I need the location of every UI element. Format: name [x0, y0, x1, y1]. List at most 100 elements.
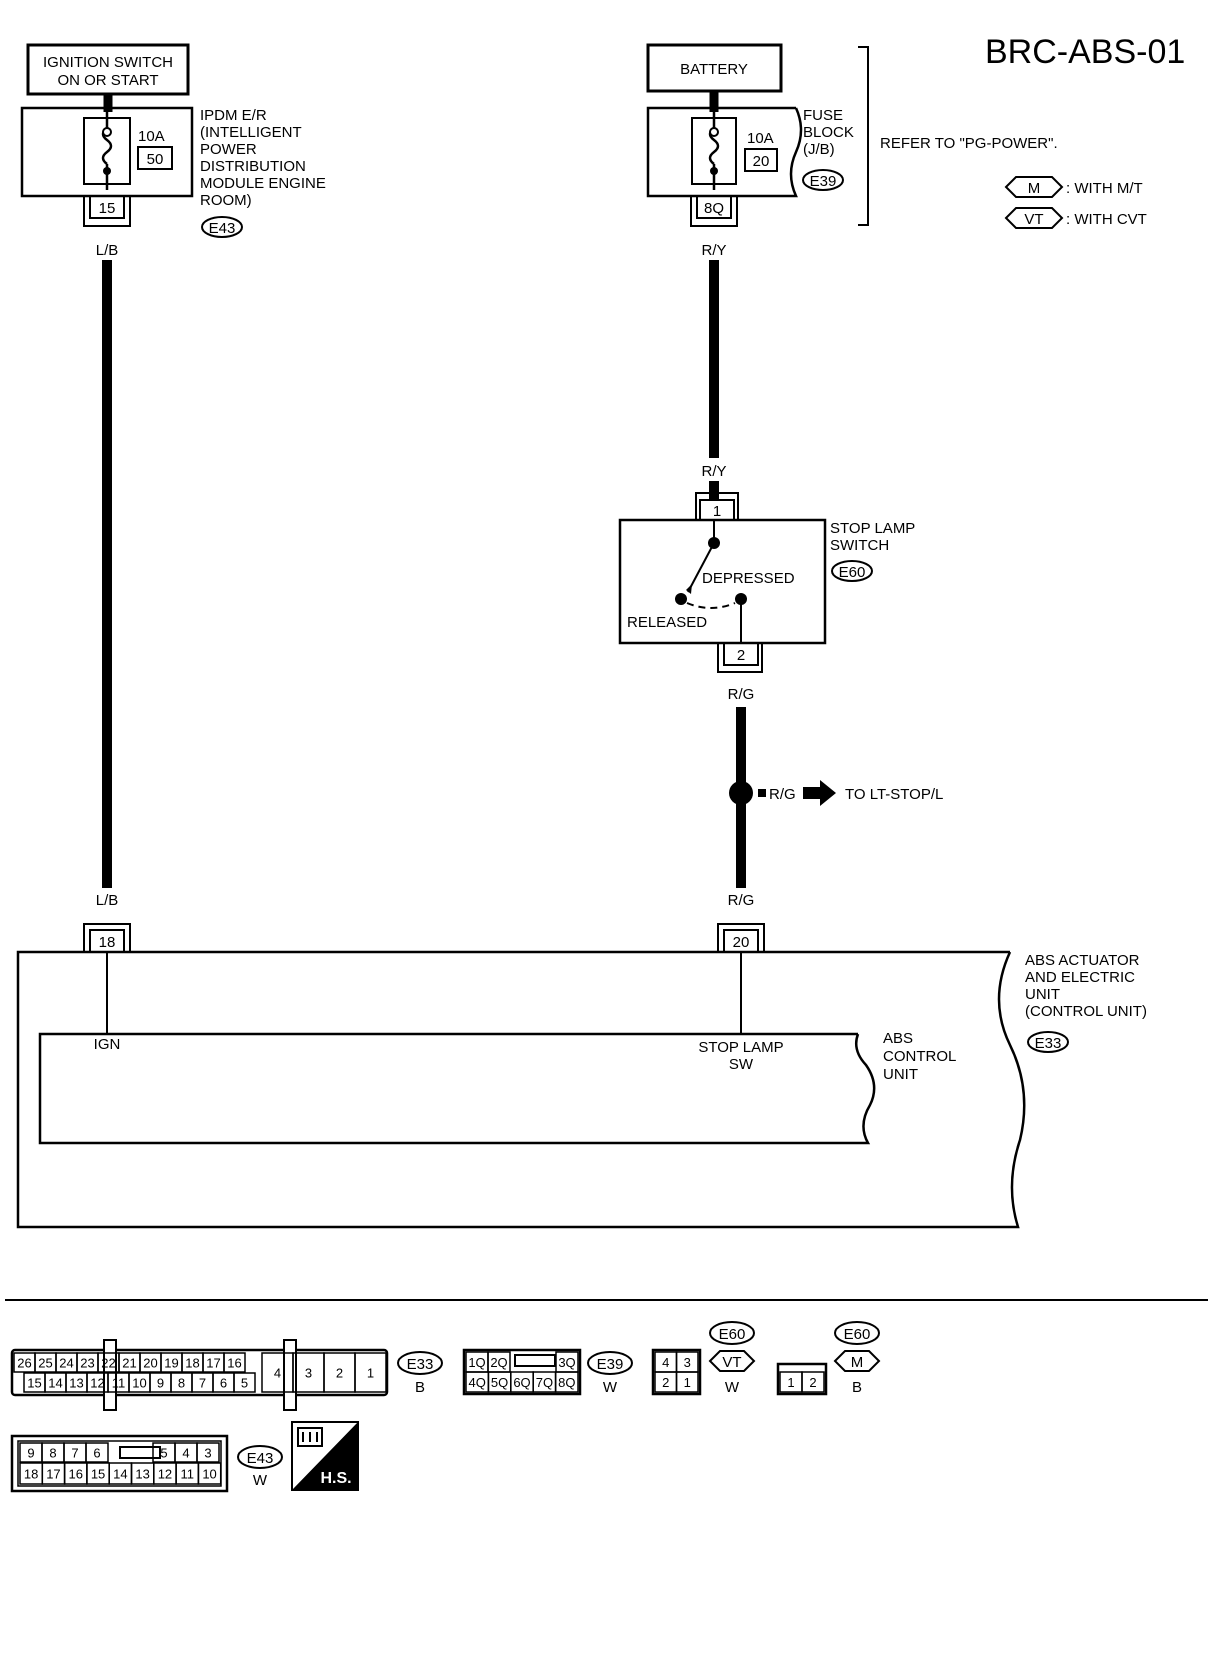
ignition-switch-line1: IGNITION SWITCH	[43, 54, 173, 71]
connector-e39-pin: 8Q	[558, 1375, 575, 1390]
wire-right-bottom: R/G	[728, 892, 755, 909]
connector-e43-pin: 16	[69, 1467, 83, 1482]
connector-e43-pin: 18	[24, 1467, 38, 1482]
abs-actuator-label-3: UNIT	[1025, 986, 1060, 1003]
ignition-switch: IGNITION SWITCH ON OR START	[26, 43, 190, 96]
connector-e60-vt-code: E60	[719, 1326, 746, 1343]
ipdm-box: 10A 50	[20, 106, 194, 198]
connector-e33-pin: 13	[69, 1376, 83, 1391]
connector-e43-pin: 17	[46, 1467, 60, 1482]
connector-e60-vt-pin: 4	[662, 1355, 669, 1370]
connector-e43-pin: 8	[49, 1446, 56, 1461]
connector-e33-pin: 21	[122, 1356, 136, 1371]
fuse-block-label: FUSE BLOCK (J/B) E39	[802, 107, 854, 191]
abs-actuator-box	[16, 950, 1026, 1229]
connector-e33-pin: 16	[227, 1356, 241, 1371]
connector-e39-pin: 5Q	[491, 1375, 508, 1390]
fuse-block-label-2: BLOCK	[803, 124, 854, 141]
legend-code-cvt: VT	[1024, 211, 1043, 228]
ipdm-label-5: MODULE ENGINE	[200, 175, 326, 192]
connector-e43-pin: 13	[135, 1467, 149, 1482]
abs-terminal-ign: 18	[83, 923, 131, 953]
harness-side-label: H.S.	[320, 1470, 351, 1487]
abs-terminal-sw: 20	[717, 923, 765, 953]
connector-e60-vt-pin: 1	[684, 1375, 691, 1390]
refer-note: REFER TO "PG-POWER".	[880, 135, 1058, 152]
connector-e33-pin: 23	[80, 1356, 94, 1371]
connector-e60-m-variant: M	[851, 1354, 864, 1371]
legend-code-mt: M	[1028, 180, 1041, 197]
connector-e43-pin: 3	[204, 1446, 211, 1461]
fuse-block-label-1: FUSE	[803, 107, 843, 124]
battery-label: BATTERY	[680, 61, 748, 78]
connector-e43-pin: 12	[158, 1467, 172, 1482]
stop-lamp-switch-label-1: STOP LAMP	[830, 520, 915, 537]
stop-lamp-released: RELEASED	[627, 614, 707, 631]
connector-e60-vt-pin: 2	[662, 1375, 669, 1390]
page-title: BRC-ABS-01	[985, 33, 1185, 71]
fuse-block-connector-code: E39	[810, 173, 837, 190]
ipdm-label-3: POWER	[200, 141, 257, 158]
connector-e60-m-color: B	[852, 1379, 862, 1396]
connector-e33-pin: 7	[199, 1376, 206, 1391]
connector-e43-code: E43	[247, 1450, 274, 1467]
battery: BATTERY	[646, 43, 783, 93]
connector-e33-pin: 14	[48, 1376, 62, 1391]
connector-e33-pin: 24	[59, 1356, 73, 1371]
connector-e33-color: B	[415, 1379, 425, 1396]
abs-actuator-label-1: ABS ACTUATOR	[1025, 952, 1140, 969]
ipdm-connector-code: E43	[209, 220, 236, 237]
connector-e43-pin: 4	[182, 1446, 189, 1461]
connector-e43-pin: 11	[181, 1467, 195, 1482]
wire-left-top: L/B	[96, 242, 119, 259]
abs-control-label-2: CONTROL	[883, 1048, 956, 1065]
connector-e33-pin: 18	[185, 1356, 199, 1371]
connector-e33-pin: 4	[274, 1366, 281, 1381]
legend-text-mt: : WITH M/T	[1066, 180, 1143, 197]
connector-e33-pin: 15	[27, 1376, 41, 1391]
connector-e60-vt-color: W	[725, 1379, 740, 1396]
refer-bracket	[858, 46, 869, 226]
connector-e39-code: E39	[597, 1356, 624, 1373]
connector-e33-pin: 9	[157, 1376, 164, 1391]
connector-e33-pin: 22	[101, 1356, 115, 1371]
abs-connector-code: E33	[1035, 1035, 1062, 1052]
fuse-block-terminal: 8Q	[690, 195, 738, 227]
stop-lamp-switch-connector-code: E60	[839, 564, 866, 581]
wire-right-switch-out: R/G	[728, 686, 755, 703]
connector-e43-pin: 7	[71, 1446, 78, 1461]
connector-e33-pin: 6	[220, 1376, 227, 1391]
stop-lamp-switch-label: STOP LAMP SWITCH E60	[830, 520, 915, 582]
fuse-block-terminal-number: 8Q	[704, 200, 724, 217]
connector-e33-pin: 11	[112, 1376, 126, 1391]
wire-branch: R/G	[769, 786, 796, 803]
abs-actuator-label-2: AND ELECTRIC	[1025, 969, 1135, 986]
connector-e43-pin: 15	[91, 1467, 105, 1482]
connector-e39-pin: 2Q	[490, 1355, 507, 1370]
legend-text-cvt: : WITH CVT	[1066, 211, 1147, 228]
ipdm-label-4: DISTRIBUTION	[200, 158, 306, 175]
connector-e33-pin: 19	[164, 1356, 178, 1371]
fuse-block-amps: 10A	[747, 130, 774, 147]
ipdm-fuse-number: 50	[147, 151, 164, 168]
branch-splice: R/G TO LT-STOP/L	[729, 780, 943, 806]
connector-e43-pin: 5	[160, 1446, 167, 1461]
abs-actuator-label: ABS ACTUATOR AND ELECTRIC UNIT (CONTROL …	[1025, 952, 1147, 1053]
abs-terminal-sw-number: 20	[733, 934, 750, 951]
wire-right-top: R/Y	[701, 242, 726, 259]
connector-e39-pin: 7Q	[536, 1375, 553, 1390]
harness-side-icon: H.S.	[291, 1421, 359, 1491]
connector-e39-color: W	[603, 1379, 618, 1396]
connector-e39-pin: 6Q	[513, 1375, 530, 1390]
connector-e60-vt-pin: 3	[684, 1355, 691, 1370]
fuse-block-number: 20	[753, 153, 770, 170]
connector-e60-vt-variant: VT	[722, 1354, 741, 1371]
abs-control-label: ABS CONTROL UNIT	[883, 1030, 956, 1083]
connector-e43-pin: 10	[202, 1467, 216, 1482]
connector-e33-pin: 1	[367, 1366, 374, 1381]
abs-actuator-label-4: (CONTROL UNIT)	[1025, 1003, 1147, 1020]
